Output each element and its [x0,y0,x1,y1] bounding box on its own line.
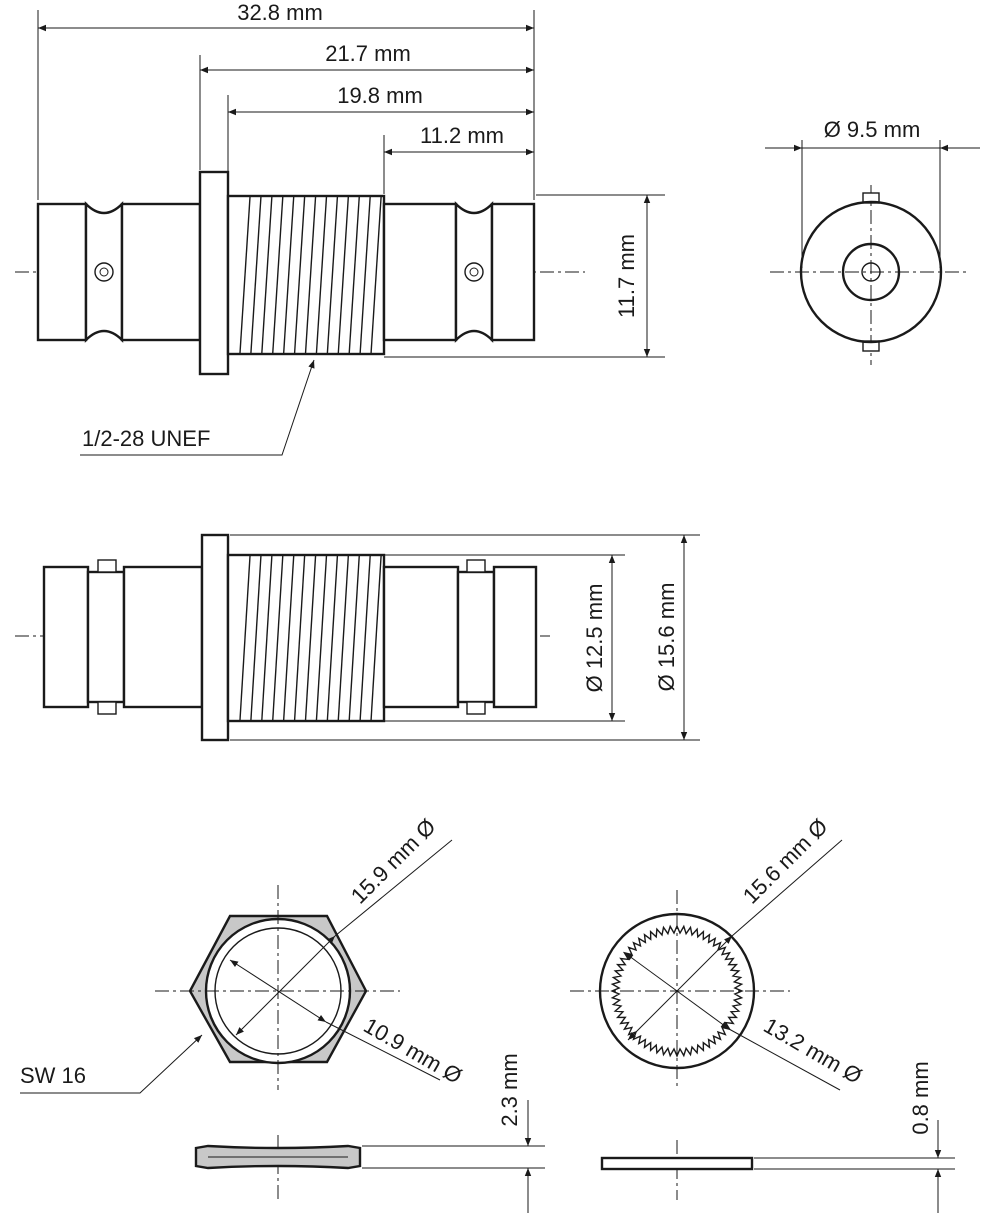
washer-teeth [610,924,744,1058]
thread-line [272,196,284,354]
thread-line [293,196,306,354]
dim-height: 11.7 mm [614,234,639,318]
dim-nut-thickness: 2.3 mm [497,1053,522,1126]
thread-line [304,555,317,721]
thread-line [315,196,328,354]
thread-line [282,555,295,721]
thread-leader [80,359,315,456]
thread-section [226,194,386,356]
side-view: 32.8 mm 21.7 mm 19.8 mm 11.2 mm 11.7 mm … [15,0,665,456]
dim-flange-diameter: Ø 15.6 mm [654,583,679,692]
top-view-flange [200,533,230,742]
thread-line [250,555,262,721]
top-view-thread [226,553,386,723]
thread-line [261,196,273,354]
dim-end-body: 11.2 mm [420,123,504,148]
thread-line [293,555,306,721]
thread-line [348,555,360,721]
dim-end-diameter: Ø 9.5 mm [824,117,921,142]
thread-line [348,196,360,354]
thread-line [282,196,295,354]
thread-line [239,555,251,721]
thread-spec-label: 1/2-28 UNEF [82,426,210,451]
thread-line [250,196,262,354]
thread-line [304,196,317,354]
dim-flange-to-end: 21.7 mm [325,41,411,66]
hex-nut-view: 15.9 mm Ø 10.9 mm Ø SW 16 2.3 mm [20,814,545,1213]
right-connector-body [382,201,536,343]
dim-washer-thickness: 0.8 mm [908,1061,933,1134]
top-view: Ø 12.5 mm Ø 15.6 mm [15,533,700,742]
end-view-outer-circle [799,200,943,344]
panel-flange [198,170,230,376]
thread-line [261,555,273,721]
thread-line [315,555,328,721]
thread-line [370,196,382,354]
thread-line [326,555,339,721]
thread-line [272,555,284,721]
thread-line [326,196,339,354]
dim-thread-diameter: Ø 12.5 mm [582,584,607,693]
dim-nut-inner: 10.9 mm Ø [360,1013,467,1089]
dim-washer-inner: 13.2 mm Ø [760,1013,867,1089]
end-view: Ø 9.5 mm [765,117,980,365]
left-connector-body [36,201,202,343]
thread-line [337,555,350,721]
dim-thread-to-end: 19.8 mm [337,83,423,108]
wrench-size-label: SW 16 [20,1063,86,1088]
thread-line [359,555,371,721]
thread-line [370,555,382,721]
lock-washer-view: 15.6 mm Ø 13.2 mm Ø 0.8 mm [570,814,955,1213]
thread-line [359,196,371,354]
thread-line [239,196,251,354]
washer-profile [600,1156,754,1171]
thread-line [337,196,350,354]
dim-overall-length: 32.8 mm [237,0,323,25]
